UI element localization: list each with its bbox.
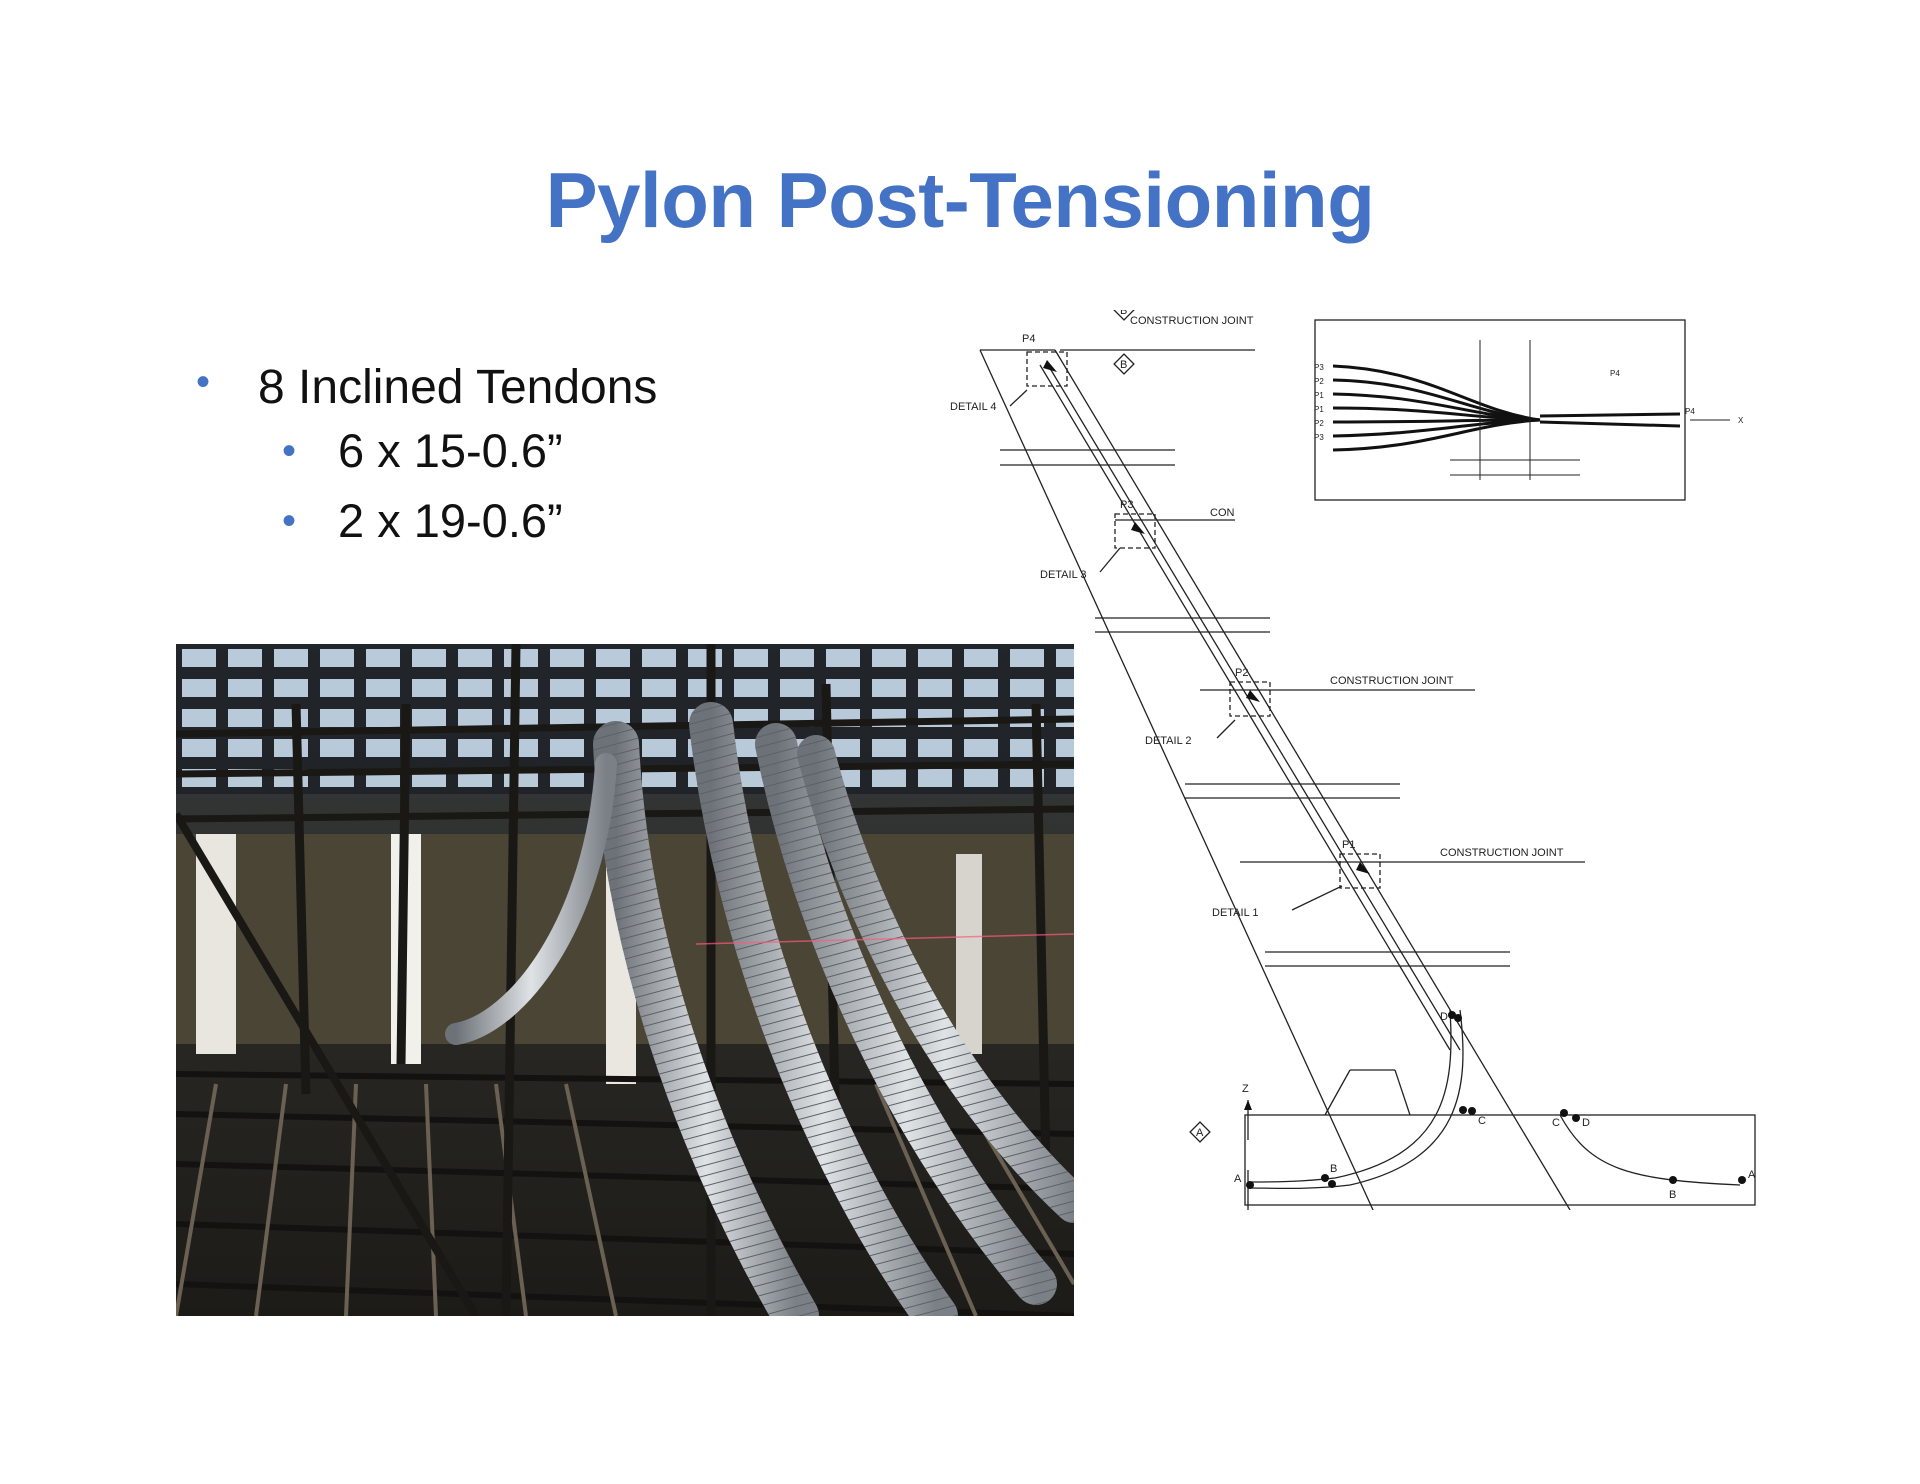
- detail-label: DETAIL 2: [1145, 735, 1191, 747]
- curve-point-label: B: [1669, 1189, 1676, 1201]
- axis-label: Z: [1242, 1083, 1249, 1095]
- sub-bullet-text: 2 x 19-0.6”: [338, 494, 563, 547]
- curve-point-label: D: [1440, 1011, 1448, 1023]
- slide-title: Pylon Post-Tensioning: [545, 156, 1375, 244]
- detail-label: DETAIL 1: [1212, 907, 1258, 919]
- section-mark-label: B: [1120, 310, 1127, 317]
- construction-joint-label: CONSTRUCTION JOINT: [1440, 847, 1564, 859]
- inset-label: P4: [1610, 369, 1620, 378]
- inset-label: X: [1738, 416, 1744, 425]
- curve-point-label: A: [1748, 1169, 1756, 1181]
- inset-label: P1: [1314, 391, 1324, 400]
- inset-label: P3: [1314, 363, 1324, 372]
- inset-label: P4: [1685, 407, 1695, 416]
- inset-label: P2: [1314, 419, 1324, 428]
- inset-label: P2: [1314, 377, 1324, 386]
- tendon-layout-drawing: CONSTRUCTION JOINT P4 DETAIL 4 P3 CON DE…: [950, 310, 1756, 1210]
- point-label: P1: [1342, 839, 1355, 851]
- bullet-text: 8 Inclined Tendons: [258, 361, 658, 414]
- construction-joint-label: CONSTRUCTION JOINT: [1330, 675, 1454, 687]
- sub-bullet-item: • 2 x 19-0.6”: [190, 486, 657, 556]
- curve-point-label: A: [1234, 1173, 1242, 1185]
- curve-point-label: C: [1478, 1115, 1486, 1127]
- sub-bullet-text: 6 x 15-0.6”: [338, 424, 563, 477]
- point-label: P2: [1235, 667, 1248, 679]
- detail-label: DETAIL 4: [950, 401, 996, 413]
- point-label: P3: [1120, 499, 1133, 511]
- inset-label: P3: [1314, 433, 1324, 442]
- curve-point-label: C: [1552, 1117, 1560, 1129]
- bullet-dot-icon: •: [282, 499, 297, 543]
- construction-joint-label: CONSTRUCTION JOINT: [1130, 315, 1254, 327]
- construction-joint-label: CON: [1210, 507, 1235, 519]
- curve-point-label: D: [1582, 1117, 1590, 1129]
- tendon-anchor-inset: P3 P2 P1 P1 P2 P3 P4 P4 X: [1314, 319, 1744, 501]
- curve-point-label: B: [1330, 1163, 1337, 1175]
- bullet-dot-icon: •: [196, 360, 211, 404]
- bullet-list: • 8 Inclined Tendons • 6 x 15-0.6” • 2 x…: [190, 360, 657, 556]
- detail-label: DETAIL 3: [1040, 569, 1086, 581]
- inset-label: P1: [1314, 405, 1324, 414]
- point-label: P4: [1022, 333, 1035, 345]
- bullet-dot-icon: •: [282, 429, 297, 473]
- sub-bullet-item: • 6 x 15-0.6”: [190, 416, 657, 486]
- section-mark-label: A: [1196, 1127, 1204, 1139]
- bullet-item: • 8 Inclined Tendons: [190, 360, 657, 416]
- section-mark-label: B: [1120, 359, 1127, 371]
- construction-photo: [176, 644, 1074, 1316]
